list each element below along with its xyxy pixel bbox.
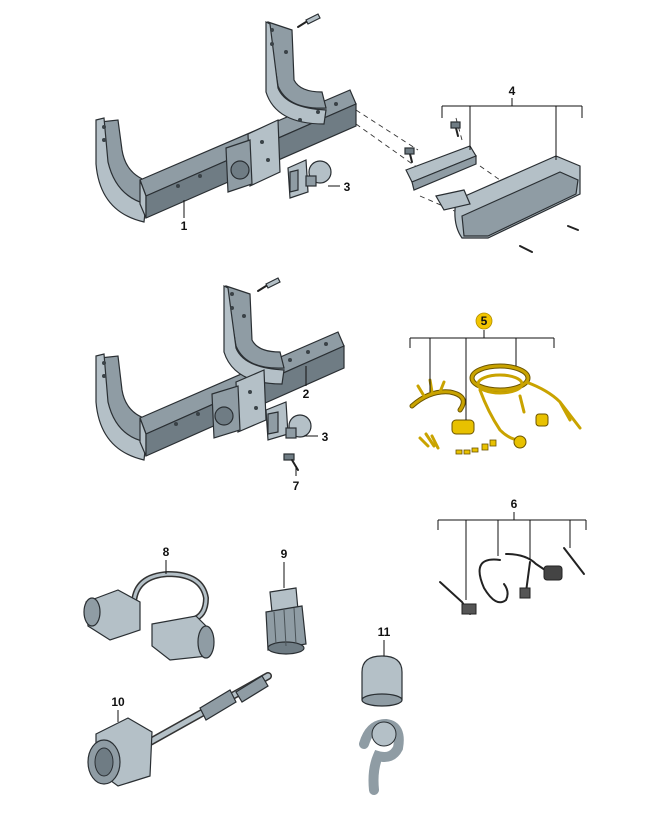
leader-lines	[117, 98, 587, 722]
callout-2: 2	[303, 387, 310, 401]
step-bar	[404, 121, 581, 253]
callout-3-top: 3	[344, 180, 351, 194]
tow-bar-frame-top	[95, 13, 357, 223]
callout-10: 10	[111, 695, 125, 709]
tow-bar-frame-middle	[95, 277, 345, 461]
tow-ball-top	[287, 159, 332, 199]
cable-set	[439, 547, 585, 615]
bolt-7	[283, 453, 299, 471]
adapter-long	[87, 672, 272, 787]
adapter-cable	[83, 570, 215, 661]
callout-5-highlight	[475, 312, 493, 330]
callout-4: 4	[509, 84, 516, 98]
tow-ball-cap	[359, 655, 404, 795]
callout-8: 8	[163, 545, 170, 559]
callout-1: 1	[181, 219, 188, 233]
callout-6: 6	[511, 497, 518, 511]
wiring-harness	[409, 363, 582, 455]
callout-11: 11	[378, 625, 391, 639]
callout-5: 5	[481, 314, 488, 328]
tow-ball-middle	[265, 401, 312, 441]
callout-7: 7	[293, 479, 300, 493]
plug	[265, 587, 307, 655]
callout-3-middle: 3	[322, 430, 329, 444]
callout-9: 9	[281, 547, 288, 561]
